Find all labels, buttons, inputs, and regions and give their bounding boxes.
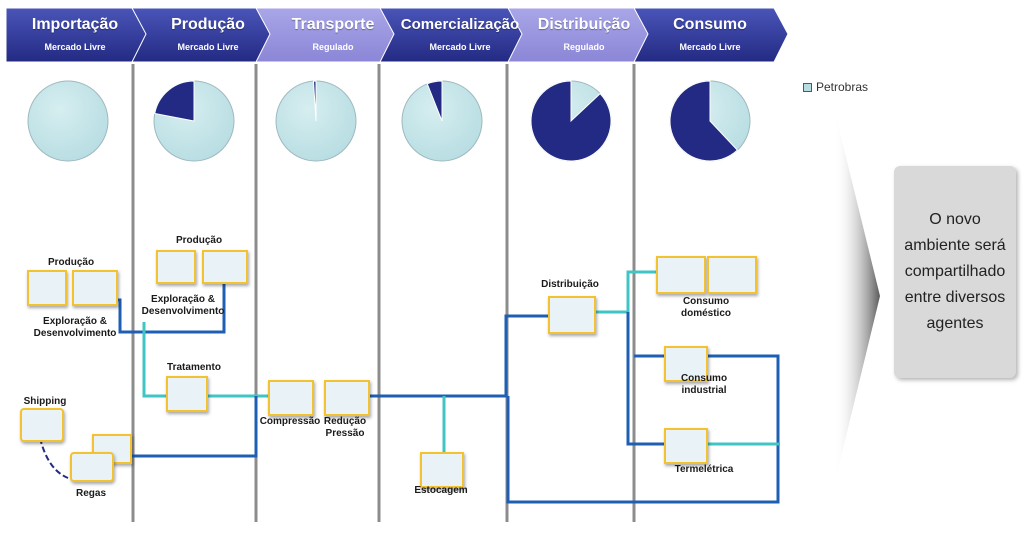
callout-box: O novo ambiente será compartilhado entre…: [894, 166, 1016, 378]
legend-label: Petrobras: [816, 80, 869, 94]
treatment-plant-icon: [166, 376, 208, 412]
pipeline-domestic: [592, 270, 656, 314]
label-regas: Regas: [75, 488, 106, 499]
storage-facility-icon: [420, 452, 464, 488]
car-icon: [707, 256, 757, 294]
stage-subtitle-importacao: Mercado Livre: [44, 42, 106, 52]
compressor-station-icon: [268, 380, 314, 416]
stage-subtitle-consumo: Mercado Livre: [679, 42, 741, 52]
pie-share-2: [312, 80, 317, 122]
pie-0: [27, 80, 109, 162]
production-platform-icon-2: [156, 250, 196, 284]
pipeline-thermal: [626, 312, 664, 446]
pipeline-industrial-loop: [506, 354, 780, 504]
stage-chevron-5: [633, 7, 789, 63]
stage-title-transporte: Transporte: [291, 16, 375, 33]
label-exploracao-1: Exploração & Desenvolvimento: [33, 316, 117, 339]
house-icon: [656, 256, 706, 294]
pipeline-trunk: [366, 314, 548, 398]
transition-arrow: [834, 108, 880, 486]
label-distribuicao: Distribuição: [541, 279, 599, 290]
pie-share-5: [669, 80, 739, 162]
lng-ship-icon: [20, 408, 64, 442]
pipeline-to-treatment: [142, 322, 166, 398]
shipping-route: [39, 437, 69, 479]
label-termeletrica: Termelétrica: [674, 464, 734, 475]
label-estocagem: Estocagem: [414, 485, 468, 496]
exploration-rig-icon: [72, 270, 118, 306]
label-exploracao-2: Exploração & Desenvolvimento: [141, 294, 225, 317]
pressure-reduction-icon: [324, 380, 370, 416]
distribution-station-icon: [548, 296, 596, 334]
factory-icon: [664, 346, 708, 382]
pie-share-3: [426, 80, 443, 122]
pie-share-1: [154, 80, 195, 122]
stage-subtitle-transporte: Regulado: [312, 42, 354, 52]
label-compressao: Compressão: [259, 416, 321, 427]
label-consumo-industrial: Consumo industrial: [680, 373, 728, 396]
power-plant-icon: [664, 428, 708, 464]
pie-share-4: [530, 80, 612, 162]
label-tratamento: Tratamento: [167, 362, 221, 373]
label-shipping: Shipping: [23, 396, 67, 407]
label-producao-2: Produção: [175, 235, 223, 246]
production-platform-icon: [27, 270, 67, 306]
stage-title-importacao: Importação: [31, 16, 119, 33]
pipeline-regas: [130, 396, 258, 458]
label-producao-1: Produção: [47, 257, 95, 268]
stage-subtitle-producao: Mercado Livre: [177, 42, 239, 52]
legend: Petrobras: [803, 80, 868, 94]
label-reducao-pressao: Redução Pressão: [323, 416, 367, 439]
stage-title-producao: Produção: [171, 16, 245, 33]
regas-ship-icon: [70, 452, 114, 482]
label-consumo-domestico: Consumo doméstico: [680, 296, 731, 319]
stage-subtitle-distribuicao: Regulado: [563, 42, 605, 52]
stage-subtitle-comercializacao: Mercado Livre: [429, 42, 491, 52]
stage-title-comercializacao: Comercialização: [400, 16, 520, 33]
stage-title-consumo: Consumo: [673, 16, 747, 33]
legend-swatch: [803, 83, 812, 93]
stage-title-distribuicao: Distribuição: [537, 16, 631, 33]
exploration-rig-icon-2: [202, 250, 248, 284]
